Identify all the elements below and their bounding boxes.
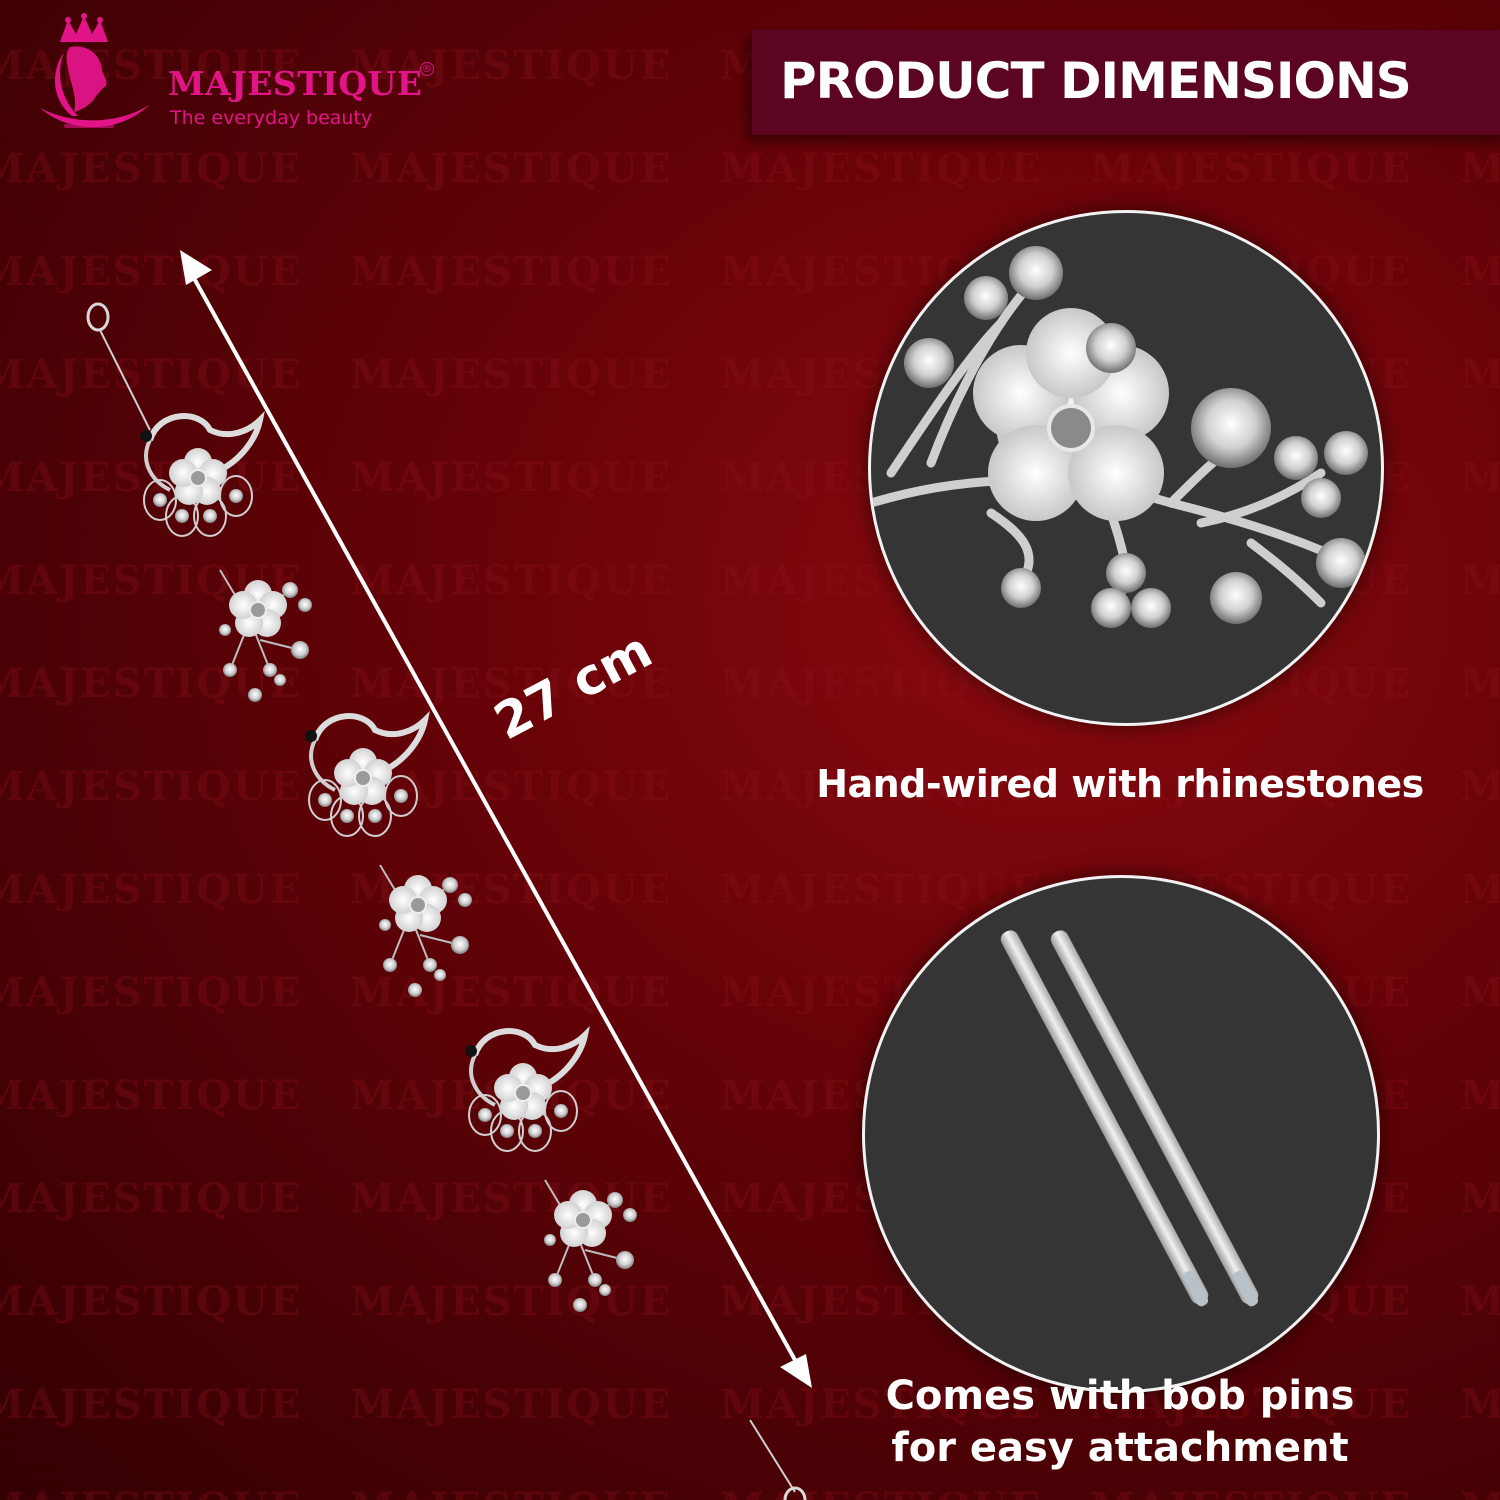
caption-line-1: Comes with bob pins (885, 1373, 1355, 1419)
registered-mark: ® (420, 62, 434, 76)
brand-name: MAJESTIQUE (168, 64, 423, 103)
brand-logo: MAJESTIQUE ® The everyday beauty (30, 12, 450, 132)
caption-line-2: for easy attachment (891, 1425, 1349, 1471)
feature-caption-bob-pins: Comes with bob pins for easy attachment (840, 1370, 1400, 1474)
length-label: 27 cm (485, 620, 662, 752)
rhinestone-closeup-image (868, 210, 1384, 726)
feature-caption-rhinestones: Hand-wired with rhinestones (816, 762, 1424, 806)
rhinestone-flower-icon (871, 246, 1376, 628)
crowned-woman-icon (40, 13, 150, 128)
watermark-row: MAJESTIQUEMAJESTIQUEMAJESTIQUEMAJESTIQUE… (0, 1484, 1500, 1500)
bob-pins-icon (1000, 930, 1259, 1307)
page-title: PRODUCT DIMENSIONS (780, 52, 1412, 110)
bob-pins-image (862, 875, 1380, 1393)
brand-tagline: The everyday beauty (170, 107, 373, 129)
title-banner: PRODUCT DIMENSIONS (752, 30, 1500, 135)
